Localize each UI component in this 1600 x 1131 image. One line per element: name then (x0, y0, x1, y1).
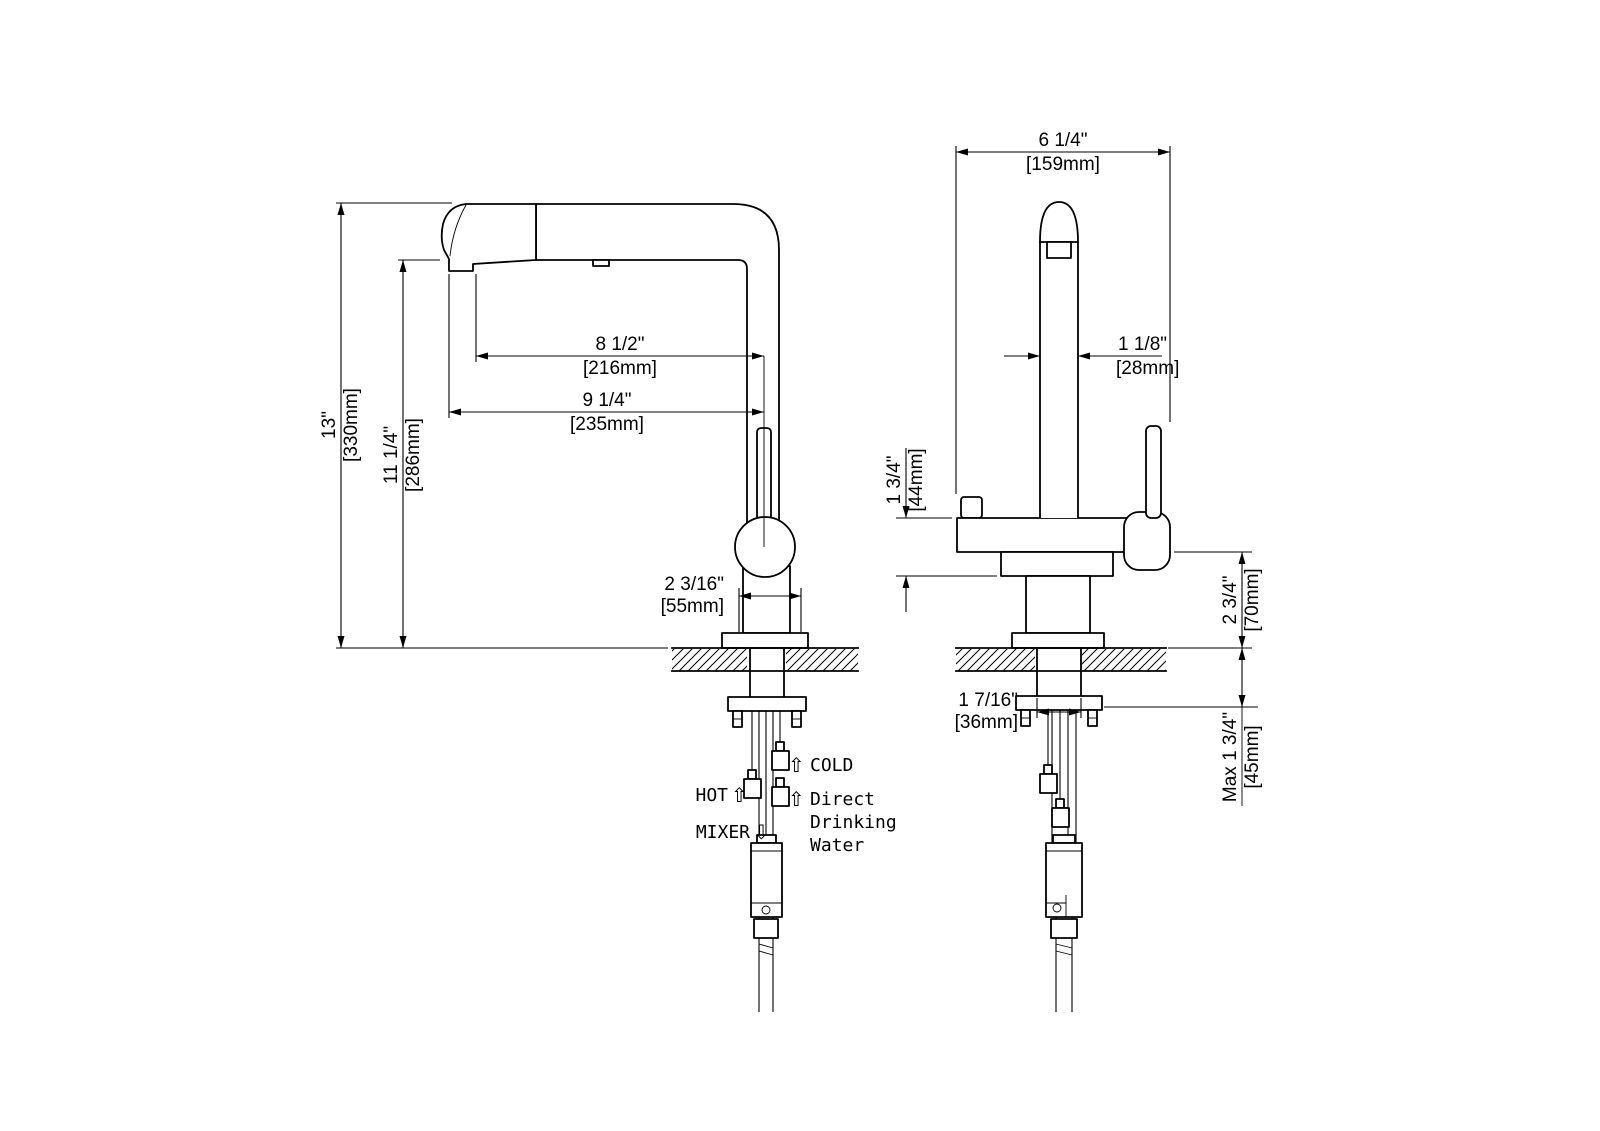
dim-spout-height: 11 1/4" [286mm] (381, 259, 440, 648)
side-view-countertop (671, 647, 859, 672)
direct-fitting-nipple (775, 777, 785, 788)
dim-2-3-16in-inches: 2 3/16" (664, 574, 724, 595)
front-fitting2-nipple (1055, 798, 1065, 809)
front-connector-stub (1052, 834, 1076, 844)
cold-fitting-nipple (775, 741, 785, 752)
dim-flange-width: 2 3/16" [55mm] (661, 574, 802, 632)
mixer-down-arrow-icon: ⇩ (753, 820, 770, 844)
dim-13in-inches: 13" (319, 411, 340, 439)
dim-max-deck-thickness: Max 1 3/4" [45mm] (1104, 648, 1263, 806)
direct-label-line1: Direct (810, 789, 875, 810)
mixer-label: MIXER (696, 822, 750, 843)
front-filter-knob (960, 496, 983, 519)
dim-overall-width: 6 1/4" [159mm] (955, 130, 1171, 494)
countertop-hatch-left (672, 649, 747, 671)
dim-2-3-4in-mm: [70mm] (1242, 568, 1263, 631)
side-view-dimensions: 13" [330mm] 11 1/4" [286mm] 8 1/2" [216m (319, 202, 802, 649)
hot-up-arrow-icon: ⇧ (731, 783, 748, 807)
dim-overall-height: 13" [330mm] (319, 202, 668, 649)
dim-1-1-8in-inches: 1 1/8" (1118, 334, 1167, 355)
front-view-supply (1015, 647, 1103, 1012)
dim-6-1-4in-mm: [159mm] (1026, 154, 1100, 175)
side-base-flange (721, 632, 809, 649)
dim-spout-reach-lower: 9 1/4" [235mm] (448, 274, 764, 435)
front-handle-lever (1145, 425, 1162, 519)
cold-up-arrow-icon: ⇧ (788, 753, 805, 777)
hot-fitting-nipple (747, 769, 757, 780)
dim-8-1-2in-mm: [216mm] (583, 358, 657, 379)
supply-tubes (751, 711, 781, 843)
dim-11-1-4in-inches: 11 1/4" (381, 426, 402, 484)
direct-up-arrow-icon: ⇧ (788, 787, 805, 811)
front-fitting1 (1039, 773, 1058, 794)
connector-screw (761, 905, 771, 915)
side-spray-head (440, 203, 537, 272)
dim-9-1-4in-inches: 9 1/4" (582, 390, 631, 411)
side-view-supply (727, 647, 807, 1012)
front-aerator (1046, 241, 1072, 259)
front-view-dimensions: 6 1/4" [159mm] 1 1/8" [28mm] 1 3/4" [44m… (884, 130, 1263, 806)
direct-label-line2: Drinking (810, 812, 897, 833)
front-view-countertop (955, 647, 1167, 672)
countertop-hatch-right (786, 649, 858, 671)
front-handle-pivot (1123, 511, 1171, 571)
hose-nub (592, 259, 610, 267)
dim-2-3-4in-inches: 2 3/4" (1220, 575, 1241, 624)
dim-spout-reach-upper: 8 1/2" [216mm] (475, 274, 765, 547)
connector-block (750, 842, 783, 918)
hot-fitting (743, 778, 762, 799)
front-connector-block (1045, 842, 1083, 918)
hose-crimp (753, 918, 779, 939)
front-body-step (1000, 551, 1114, 577)
dim-max-1-3-4in-inches: Max 1 3/4" (1220, 712, 1241, 802)
front-view: 6 1/4" [159mm] 1 1/8" [28mm] 1 3/4" [44m… (884, 130, 1263, 1012)
front-hose-crimp (1050, 918, 1078, 939)
cold-label: COLD (810, 755, 853, 776)
front-body-column (1025, 575, 1091, 634)
direct-fitting (771, 786, 790, 807)
front-fitting2 (1051, 807, 1070, 828)
side-view-faucet (440, 203, 809, 649)
front-body-upper (956, 517, 1133, 553)
dim-2-3-16in-mm: [55mm] (661, 596, 724, 617)
front-mounting-plate (1015, 695, 1103, 711)
hot-label: HOT (695, 785, 728, 806)
dim-1-3-4in-inches: 1 3/4" (884, 455, 905, 504)
mounting-plate (727, 696, 807, 712)
front-view-faucet (956, 201, 1171, 649)
dim-11-1-4in-mm: [286mm] (403, 418, 424, 492)
front-countertop-hatch-left (956, 649, 1035, 671)
cold-fitting (771, 750, 790, 771)
front-countertop-hatch-right (1082, 649, 1166, 671)
front-fitting1-nipple (1043, 764, 1053, 775)
dim-6-1-4in-inches: 6 1/4" (1038, 130, 1087, 151)
dim-8-1-2in-inches: 8 1/2" (595, 334, 644, 355)
dim-1-7-16in-inches: 1 7/16" (958, 690, 1018, 711)
dim-1-7-16in-mm: [36mm] (955, 712, 1018, 733)
dim-9-1-4in-mm: [235mm] (570, 414, 644, 435)
dim-shank-diameter: 1 7/16" [36mm] (955, 690, 1082, 733)
front-base-flange (1011, 632, 1105, 649)
dim-handle-height: 2 3/4" [70mm] (1168, 551, 1263, 649)
dim-1-3-4in-mm: [44mm] (906, 448, 927, 511)
dim-body-height: 1 3/4" [44mm] (884, 448, 997, 612)
dim-1-1-8in-mm: [28mm] (1116, 358, 1179, 379)
dim-spout-diameter: 1 1/8" [28mm] (1004, 334, 1179, 379)
dim-max-1-3-4in-mm: [45mm] (1242, 725, 1263, 788)
spray-head-cap-line (449, 204, 467, 257)
side-view: ⇧ COLD HOT ⇧ ⇧ Direct Drinking Water MIX… (319, 202, 897, 1012)
side-view-supply-labels: ⇧ COLD HOT ⇧ ⇧ Direct Drinking Water MIX… (695, 753, 896, 856)
front-spout-pipe (1039, 201, 1079, 518)
direct-label-line3: Water (810, 835, 864, 856)
side-pivot-joint (734, 516, 796, 578)
dim-13in-mm: [330mm] (341, 388, 362, 462)
front-connector-screw (1052, 903, 1062, 913)
